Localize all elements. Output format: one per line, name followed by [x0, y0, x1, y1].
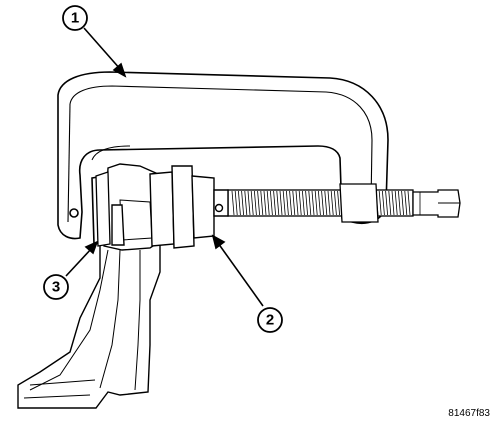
screw-thread — [391, 190, 395, 216]
screw-thread — [404, 190, 408, 216]
screw-thread — [308, 190, 312, 216]
screw-thread — [407, 190, 411, 216]
screw-thread — [282, 190, 286, 216]
screw-thread — [388, 190, 392, 216]
screw-thread — [394, 190, 398, 216]
screw-thread — [260, 190, 264, 216]
screw-thread — [238, 190, 241, 216]
callout-3-label: 3 — [52, 279, 60, 296]
forcing-screw — [227, 183, 461, 223]
screw-thread — [241, 190, 244, 216]
screw-thread — [234, 190, 238, 216]
figure-id: 81467f83 — [448, 408, 490, 419]
screw-thread — [324, 190, 328, 216]
steering-knuckle-arm — [17, 237, 161, 409]
screw-thread — [247, 190, 251, 216]
screw-thread — [330, 190, 334, 216]
screw-thread — [295, 190, 299, 216]
screw-thread — [337, 190, 340, 216]
screw-thread — [270, 190, 273, 216]
screw-thread — [279, 190, 283, 216]
screw-thread — [231, 190, 235, 216]
screw-thread — [266, 190, 270, 216]
screw-thread — [302, 190, 305, 216]
screw-thread — [298, 190, 302, 216]
screw-thread — [257, 190, 260, 216]
receiver-adapter — [149, 165, 229, 249]
screw-thread — [244, 190, 248, 216]
screw-thread — [254, 190, 257, 216]
screw-thread — [263, 190, 267, 216]
screw-thread — [292, 190, 296, 216]
callout-1-label: 1 — [71, 10, 79, 27]
screw-thread — [378, 190, 382, 216]
screw-thread — [286, 190, 289, 216]
screw-thread — [401, 190, 404, 216]
screw-thread — [305, 190, 308, 216]
screw-thread — [276, 190, 280, 216]
screw-thread — [250, 190, 254, 216]
screw-thread — [314, 190, 318, 216]
callout-1: 1 — [62, 5, 88, 31]
ball-joint — [95, 171, 111, 247]
callout-2: 2 — [257, 307, 283, 333]
screw-thread — [273, 190, 276, 216]
screw-thread — [311, 190, 315, 216]
screw-thread — [321, 190, 324, 216]
screw-thread — [385, 190, 388, 216]
callout-3: 3 — [43, 274, 69, 300]
leader-lines — [65, 27, 264, 307]
screw-thread — [382, 190, 385, 216]
screw-thread — [318, 190, 321, 216]
callout-2-label: 2 — [266, 312, 274, 329]
screw-thread — [334, 190, 337, 216]
screw-thread — [289, 190, 292, 216]
screw-thread — [327, 190, 331, 216]
screw-thread — [398, 190, 401, 216]
